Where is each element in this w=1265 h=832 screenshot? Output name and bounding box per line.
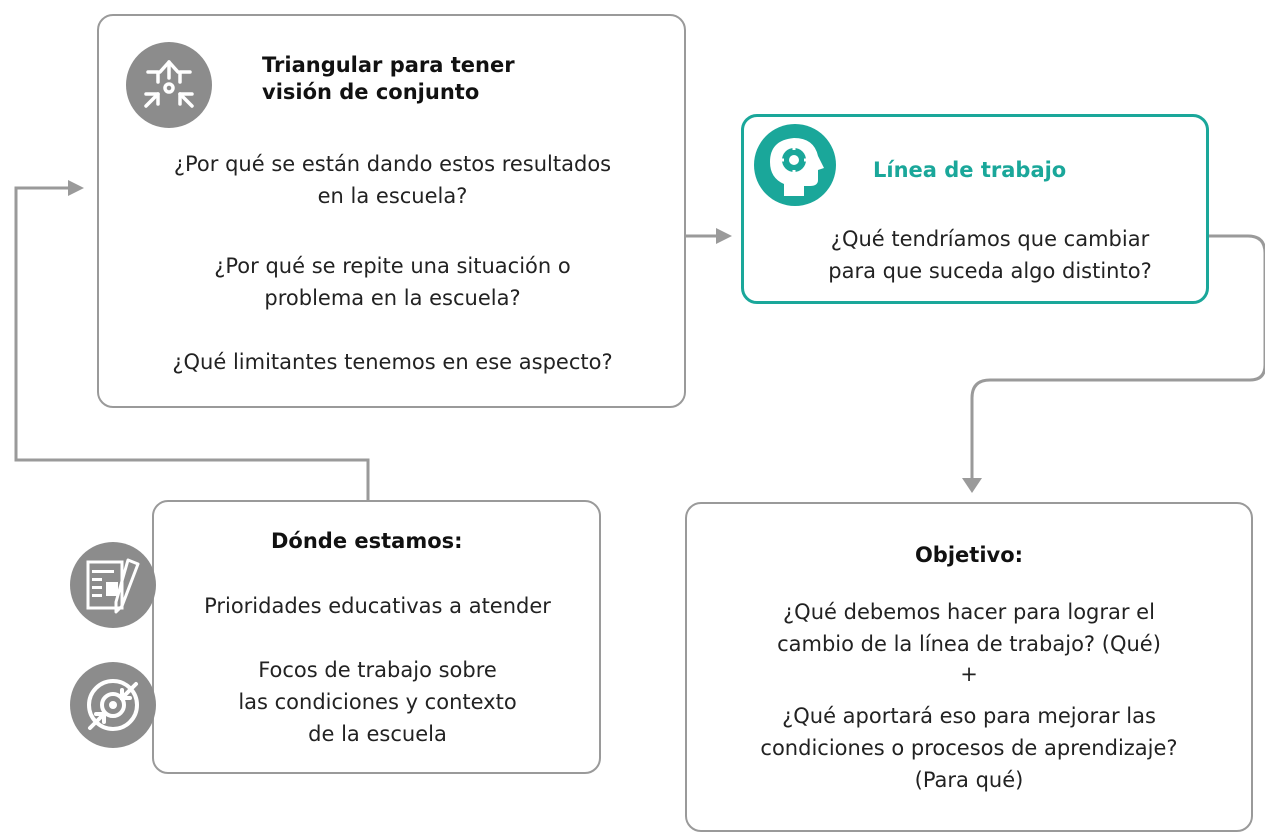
objetivo-plus: +: [960, 662, 978, 686]
objetivo-box: [685, 502, 1253, 832]
donde-estamos-title: Dónde estamos:: [271, 529, 463, 553]
triangular-title: Triangular para tener visión de conjunto: [262, 53, 515, 104]
triangular-question-1: ¿Por qué se están dando estos resultados…: [173, 152, 612, 208]
document-pencil-icon: [70, 542, 156, 628]
arrowhead-objetivo: [962, 478, 982, 493]
linea-trabajo-question: ¿Qué tendríamos que cambiar para que suc…: [828, 227, 1152, 283]
triangular-question-2: ¿Por qué se repite una situación o probl…: [214, 254, 571, 310]
donde-estamos-item-2: Focos de trabajo sobre las condiciones y…: [238, 658, 517, 746]
objetivo-question-1: ¿Qué debemos hacer para lograr el cambio…: [777, 600, 1161, 656]
connector-donde-to-triangular: [14, 186, 370, 500]
objetivo-title: Objetivo:: [914, 543, 1024, 567]
donde-estamos-box: [152, 500, 601, 774]
target-arrows-icon: [70, 662, 156, 748]
triangulate-arrows-icon: [126, 42, 212, 128]
connector-linea-to-objetivo: [970, 234, 1265, 478]
triangular-question-3: ¿Qué limitantes tenemos en ese aspecto?: [172, 350, 613, 374]
head-gear-icon: [754, 124, 836, 206]
donde-estamos-item-1: Prioridades educativas a atender: [204, 594, 551, 618]
objetivo-question-2: ¿Qué aportará eso para mejorar las condi…: [760, 704, 1178, 792]
arrowhead-triangular: [68, 180, 84, 196]
linea-trabajo-title: Línea de trabajo: [873, 158, 1067, 182]
arrowhead-linea: [716, 228, 732, 244]
